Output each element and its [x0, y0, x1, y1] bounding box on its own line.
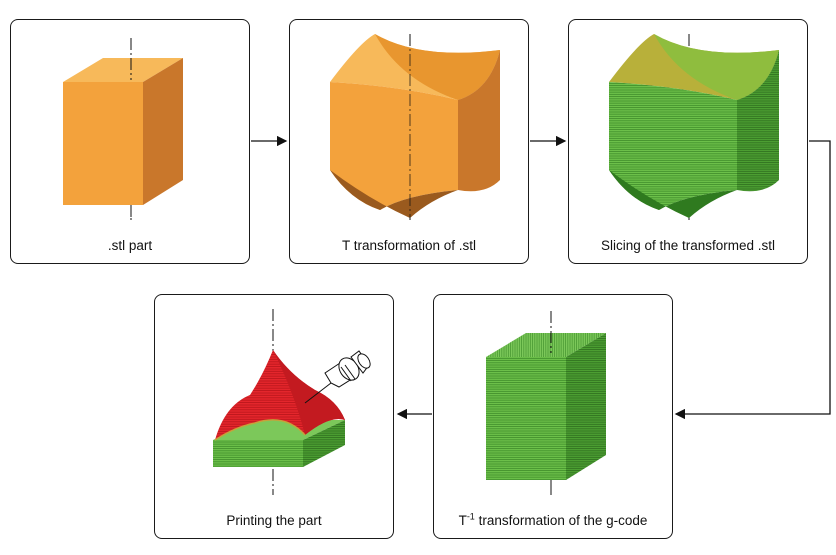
panel-stl-part: .stl part [10, 19, 250, 264]
panel-slicing: Slicing of the transformed .stl [568, 19, 808, 264]
panel-printing: Printing the part [154, 294, 394, 539]
cube-front-face [63, 82, 143, 205]
green-cube-illustration [486, 311, 606, 495]
base-side-face [303, 420, 345, 467]
transformed-front-face [330, 82, 458, 210]
caption-stl-part: .stl part [107, 238, 153, 253]
sliced-part-illustration [609, 34, 779, 220]
green-cube-front [486, 357, 566, 480]
panel-inverse-transformation: T-1 transformation of the g-code [433, 294, 673, 539]
printing-illustration [213, 309, 371, 495]
bottom-cone [330, 170, 458, 218]
cube-side-face [143, 58, 183, 205]
panel-t-transformation: T transformation of .stl [289, 19, 529, 264]
caption-inverse-transformation: T-1 transformation of the g-code [458, 511, 648, 528]
transformed-part-illustration [330, 34, 500, 220]
transformed-side-face [458, 50, 500, 192]
base-front-face [213, 440, 303, 467]
caption-t-transformation: T transformation of .stl [341, 238, 477, 253]
print-head-icon [304, 350, 371, 404]
orange-cube-illustration [63, 38, 183, 220]
caption-printing: Printing the part [226, 513, 322, 528]
caption-slicing: Slicing of the transformed .stl [600, 238, 776, 253]
green-cube-side [566, 333, 606, 480]
